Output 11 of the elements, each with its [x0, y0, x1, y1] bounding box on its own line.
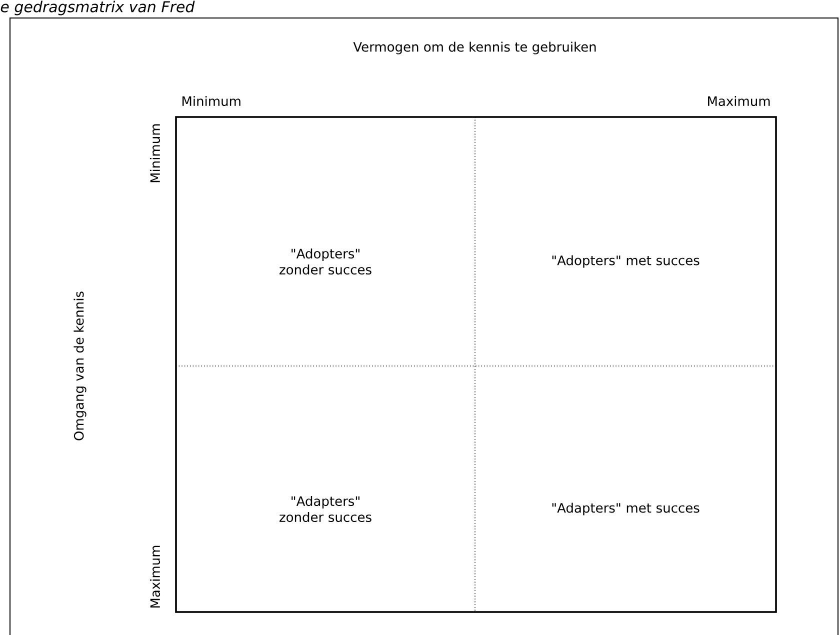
quadrant-text: "Adopters" zonder succes [280, 248, 372, 275]
axis-end-label: Maximum [708, 96, 770, 106]
axis-end-label: Minimum [150, 124, 160, 182]
quadrant-text: "Adapters" zonder succes [280, 496, 372, 522]
axis-end-label: Minimum [182, 96, 240, 106]
quadrant-text: "Adapters" met succes [552, 502, 700, 516]
figure-title: e gedragsmatrix van Fred [0, 0, 195, 16]
axis-title: Vermogen om de kennis te gebruiken [353, 42, 596, 54]
quadrant-text: "Adopters" met succes [552, 255, 700, 268]
axis-title: Omgang van de kennis [74, 292, 86, 440]
axis-end-label: Maximum [150, 546, 160, 608]
